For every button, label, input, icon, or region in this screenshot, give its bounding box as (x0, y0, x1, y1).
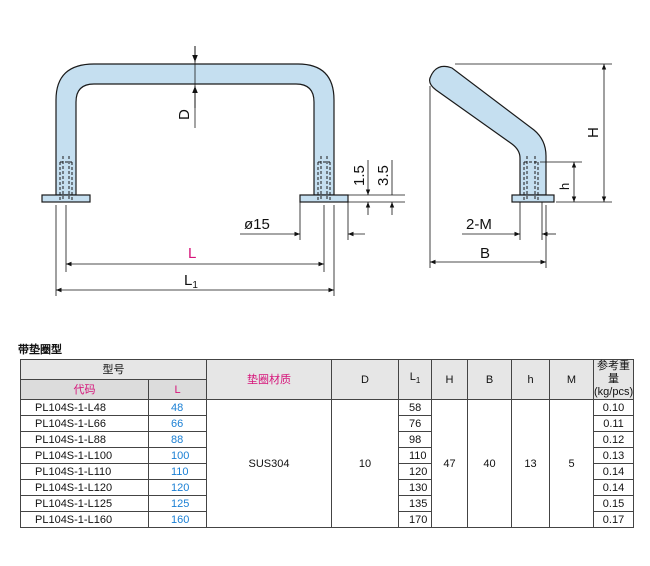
cell-L: 120 (148, 479, 207, 496)
cell-H: 47 (431, 399, 468, 528)
cell-weight: 0.10 (593, 399, 634, 416)
table-row: PL104S-1-L48 48 SUS304 10 58 47 40 13 5 … (20, 399, 634, 528)
header-M: M (549, 359, 594, 400)
table-row: PL104S-1-L110 110 120 0.14 (20, 463, 634, 480)
cell-L: 88 (148, 431, 207, 448)
cell-code: PL104S-1-L48 (20, 399, 149, 416)
header-D: D (331, 359, 399, 400)
cell-L: 100 (148, 447, 207, 464)
cell-L1: 58 (398, 399, 432, 416)
hidden-thread-right (317, 156, 331, 200)
cell-code: PL104S-1-L100 (20, 447, 149, 464)
cell-D: 10 (331, 399, 399, 528)
cell-code: PL104S-1-L66 (20, 415, 149, 432)
table-row: PL104S-1-L100 100 110 0.13 (20, 447, 634, 464)
hidden-thread-side (523, 156, 539, 200)
label-B: B (480, 245, 490, 262)
cell-L: 160 (148, 511, 207, 528)
label-diameter: ø15 (244, 216, 270, 233)
front-view: D 1.5 3.5 ø15 L L1 (41, 46, 405, 296)
cell-weight: 0.14 (593, 479, 634, 496)
cell-h: 13 (511, 399, 550, 528)
cell-L1: 130 (398, 479, 432, 496)
cell-weight: 0.15 (593, 495, 634, 512)
label-1-5: 1.5 (351, 165, 368, 186)
washer-left (41, 194, 91, 203)
section-title: 带垫圈型 (18, 344, 62, 356)
cell-code: PL104S-1-L120 (20, 479, 149, 496)
header-weight: 参考重量 (kg/pcs) (593, 359, 634, 400)
cell-L1: 170 (398, 511, 432, 528)
cell-material: SUS304 (206, 399, 332, 528)
handle-body-side (429, 65, 547, 196)
label-3-5: 3.5 (375, 165, 392, 186)
header-L: L (148, 379, 207, 400)
label-L1: L1 (184, 272, 198, 291)
label-L: L (188, 245, 196, 262)
spec-table: 型号 垫圈材质 D L1 H B h M 参考重量 (kg/pcs) 代码 L … (20, 359, 634, 528)
header-B: B (467, 359, 512, 400)
cell-L: 66 (148, 415, 207, 432)
cell-code: PL104S-1-L88 (20, 431, 149, 448)
header-L1: L1 (398, 359, 432, 400)
table-row: PL104S-1-L125 125 135 0.15 (20, 495, 634, 512)
label-M: 2-M (466, 216, 492, 233)
header-weight-unit: (kg/pcs) (594, 386, 634, 398)
cell-code: PL104S-1-L125 (20, 495, 149, 512)
cell-L1: 76 (398, 415, 432, 432)
label-D: D (176, 109, 193, 120)
cell-weight: 0.17 (593, 511, 634, 528)
cell-L1: 110 (398, 447, 432, 464)
cell-L1: 120 (398, 463, 432, 480)
header-h: h (511, 359, 550, 400)
hidden-thread-left (59, 156, 73, 200)
header-weight-label: 参考重量 (597, 360, 630, 385)
cell-weight: 0.14 (593, 463, 634, 480)
label-h: h (557, 183, 572, 190)
cell-code: PL104S-1-L110 (20, 463, 149, 480)
cell-weight: 0.12 (593, 431, 634, 448)
header-material: 垫圈材质 (206, 359, 332, 400)
cell-L1: 98 (398, 431, 432, 448)
washer-right (299, 194, 349, 203)
washer-side (511, 194, 555, 203)
cell-weight: 0.11 (593, 415, 634, 432)
side-view: H h 2-M B (429, 63, 612, 268)
cell-L: 125 (148, 495, 207, 512)
cell-L: 48 (148, 399, 207, 416)
label-H: H (585, 127, 602, 138)
cell-L: 110 (148, 463, 207, 480)
cell-M: 5 (549, 399, 594, 528)
header-H: H (431, 359, 468, 400)
header-model: 型号 (20, 359, 207, 380)
technical-drawing: D 1.5 3.5 ø15 L L1 (41, 46, 612, 296)
cell-L1: 135 (398, 495, 432, 512)
header-code: 代码 (20, 379, 149, 400)
table-row: PL104S-1-L160 160 170 0.17 (20, 511, 634, 528)
table-row: PL104S-1-L120 120 130 0.14 (20, 479, 634, 496)
cell-weight: 0.13 (593, 447, 634, 464)
cell-code: PL104S-1-L160 (20, 511, 149, 528)
cell-B: 40 (467, 399, 512, 528)
